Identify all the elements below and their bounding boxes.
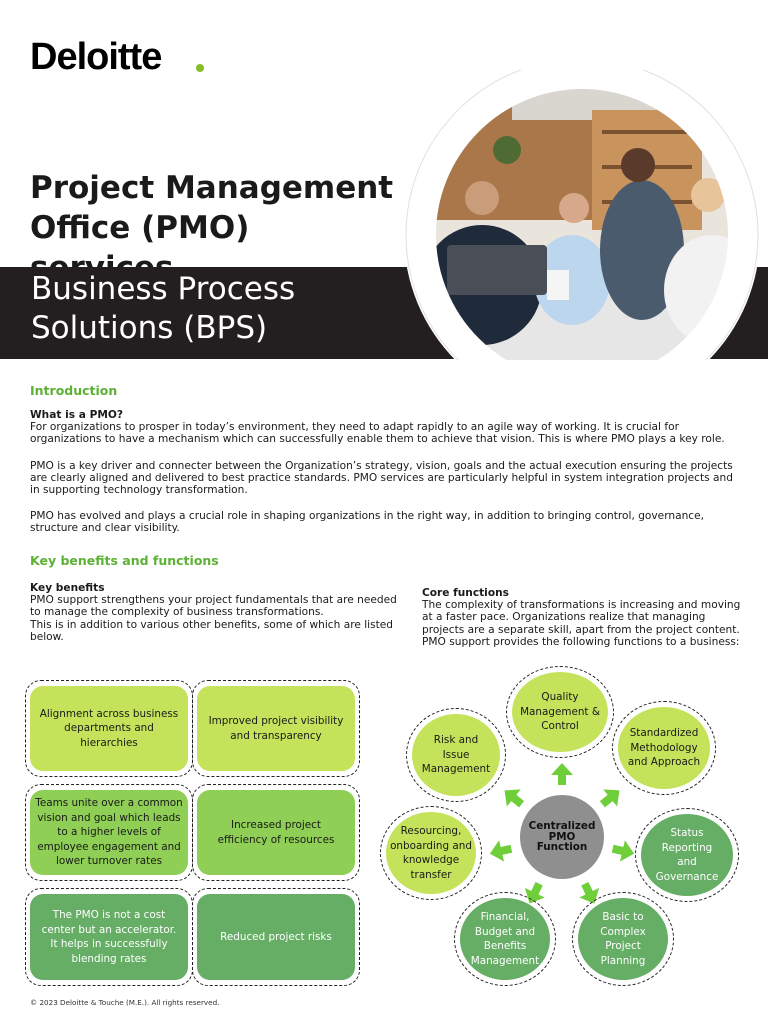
page-title: Project Management Office (PMO) services <box>30 168 400 288</box>
intro-question: What is a PMO? <box>30 409 124 421</box>
title-line-1: Project Management <box>30 170 394 206</box>
function-node: Status Reporting and Governance <box>635 808 739 902</box>
band-line-1: Business Process <box>31 271 296 307</box>
benefit-box: Improved project visibility and transpar… <box>192 680 360 777</box>
centralized-pmo-label: Centralized PMO Function <box>528 820 596 854</box>
core-functions-text: The complexity of transformations is inc… <box>422 599 741 648</box>
function-node: Resourcing, onboarding and knowledge tra… <box>380 806 482 900</box>
function-node: Standardized Methodology and Approach <box>612 701 716 795</box>
core-functions-block: Core functions The complexity of transfo… <box>422 587 748 648</box>
intro-paragraph-2: PMO is a key driver and connecter betwee… <box>30 460 733 497</box>
team-photo <box>392 70 762 360</box>
benefit-text: The PMO is not a cost center but an acce… <box>41 909 177 965</box>
function-node: Risk and Issue Management <box>406 708 506 802</box>
function-label: Standardized Methodology and Approach <box>627 727 701 769</box>
logo-dot <box>196 64 204 72</box>
deloitte-logo: Deloitte <box>30 36 162 78</box>
centralized-pmo-node: Centralized PMO Function <box>520 795 604 879</box>
function-label: Quality Management & Control <box>520 691 600 733</box>
benefit-text: Improved project visibility and transpar… <box>208 715 344 742</box>
benefit-box: Increased project efficiency of resource… <box>192 784 360 881</box>
band-line-2: Solutions (BPS) <box>31 310 268 346</box>
intro-paragraph-1: For organizations to prosper in today’s … <box>30 421 725 446</box>
benefits-heading: Key benefits and functions <box>30 553 219 568</box>
intro-paragraph-3: PMO has evolved and plays a crucial role… <box>30 510 704 535</box>
benefit-text: Increased project efficiency of resource… <box>217 819 335 846</box>
benefit-text: Alignment across business departments an… <box>39 707 179 749</box>
key-benefits-text: PMO support strengthens your project fun… <box>30 594 397 619</box>
key-benefits-text-2: This is in addition to various other ben… <box>30 618 394 643</box>
benefit-box: Alignment across business departments an… <box>25 680 193 777</box>
core-functions-heading: Core functions <box>422 587 509 599</box>
function-label: Status Reporting and Governance <box>655 827 719 883</box>
benefit-box: Reduced project risks <box>192 888 360 986</box>
function-node: Basic to Complex Project Planning <box>572 892 674 986</box>
benefit-box: The PMO is not a cost center but an acce… <box>25 888 193 986</box>
function-label: Financial, Budget and Benefits Managemen… <box>470 911 540 967</box>
band-subtitle: Business Process Solutions (BPS) <box>31 270 361 348</box>
function-node: Quality Management & Control <box>506 666 614 758</box>
function-label: Basic to Complex Project Planning <box>600 911 646 967</box>
benefit-text: Reduced project risks <box>220 930 332 943</box>
function-node: Financial, Budget and Benefits Managemen… <box>454 892 556 986</box>
intro-heading: Introduction <box>30 383 118 398</box>
function-label: Resourcing, onboarding and knowledge tra… <box>390 825 472 881</box>
benefit-box: Teams unite over a common vision and goa… <box>25 784 193 881</box>
radial-arrows <box>489 763 635 904</box>
intro-block: What is a PMO? For organizations to pros… <box>30 409 742 446</box>
key-benefits-block: Key benefits PMO support strengthens you… <box>30 582 402 643</box>
copyright-footer: © 2023 Deloitte & Touche (M.E.). All rig… <box>30 998 220 1007</box>
benefit-text: Teams unite over a common vision and goa… <box>35 797 183 868</box>
function-label: Risk and Issue Management <box>421 734 491 776</box>
key-benefits-heading: Key benefits <box>30 582 105 594</box>
